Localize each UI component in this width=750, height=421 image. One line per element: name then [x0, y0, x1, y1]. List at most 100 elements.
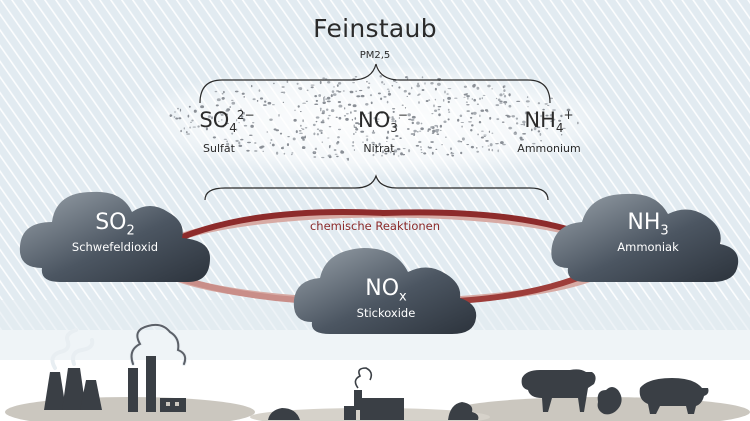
particle-dot — [508, 126, 512, 130]
particle-dot — [337, 136, 340, 139]
particle-dot — [314, 103, 319, 106]
particle-dots — [169, 74, 579, 161]
particle-dot — [434, 98, 437, 101]
particle-dot — [253, 150, 258, 152]
particle-dot — [330, 109, 335, 113]
particle-dot — [499, 102, 503, 104]
particle-dot — [298, 130, 302, 132]
particle-dot — [420, 148, 423, 151]
particle-dot — [388, 116, 391, 119]
particle-dot — [398, 117, 401, 119]
particle-dot — [337, 82, 342, 85]
particle-dot — [549, 97, 554, 100]
particle-dot — [421, 88, 425, 92]
particle-dot — [424, 82, 426, 85]
particle-dot — [238, 121, 240, 124]
particle-dot — [477, 133, 480, 136]
particle-sulfate-name: Sulfat — [203, 142, 235, 155]
particle-dot — [408, 149, 411, 153]
particle-dot — [197, 125, 200, 128]
particle-dot — [472, 84, 476, 88]
particle-dot — [520, 124, 524, 126]
particle-dot — [318, 129, 323, 132]
particle-dot — [391, 116, 394, 119]
particle-dot — [551, 118, 556, 121]
particle-dot — [224, 113, 228, 116]
particle-dot — [549, 113, 554, 117]
particle-dot — [347, 103, 352, 106]
particle-dot — [481, 146, 484, 148]
particle-dot — [510, 127, 513, 129]
particle-dot — [356, 95, 361, 98]
particle-dot — [561, 133, 563, 136]
chicken-icon — [597, 387, 622, 415]
particle-dot — [428, 146, 432, 149]
particle-dot — [466, 104, 470, 106]
particle-dot — [479, 114, 481, 118]
particle-dot — [216, 98, 221, 102]
particle-dot — [259, 97, 264, 100]
particle-nitrate-name: Nitrat — [363, 142, 395, 155]
particle-dot — [291, 152, 294, 154]
particle-dot — [192, 126, 196, 128]
particle-dot — [365, 135, 369, 137]
particle-dot — [304, 126, 308, 129]
particle-dot — [360, 94, 365, 98]
reaction-ring-front — [158, 209, 602, 250]
particle-dot — [540, 114, 542, 118]
particle-dot — [471, 98, 473, 100]
particle-dot — [522, 120, 526, 124]
bottom-brace — [204, 174, 549, 201]
particle-dot — [487, 145, 490, 147]
particle-dot — [457, 118, 460, 122]
particle-dot — [365, 81, 368, 83]
particle-dot — [406, 76, 409, 80]
particle-dot — [322, 77, 326, 80]
particle-dot — [357, 123, 361, 125]
particle-dot — [396, 147, 401, 151]
particle-dot — [243, 124, 248, 127]
particle-dot — [313, 156, 317, 158]
particle-dot — [186, 133, 191, 135]
particle-dot — [174, 111, 176, 113]
particle-dot — [406, 95, 409, 97]
top-brace — [199, 63, 551, 104]
particle-dot — [359, 89, 363, 92]
smoke-icon — [354, 367, 373, 389]
particle-dot — [290, 153, 293, 156]
particle-dot — [392, 152, 396, 156]
particle-dot — [391, 121, 395, 123]
particle-dot — [503, 101, 508, 104]
particle-dot — [547, 104, 550, 107]
particle-dot — [476, 147, 478, 149]
particle-dot — [387, 149, 390, 153]
particle-dot — [376, 146, 378, 148]
particle-dot — [353, 149, 355, 151]
particle-dot — [287, 136, 290, 138]
particle-dot — [470, 128, 473, 132]
particle-dot — [286, 143, 290, 147]
particle-dot — [250, 84, 253, 88]
particle-dot — [241, 92, 245, 95]
particle-dot — [431, 132, 435, 134]
particle-dot — [370, 101, 373, 105]
particle-dot — [240, 108, 242, 111]
particle-dot — [238, 141, 241, 145]
particle-dot — [500, 141, 504, 145]
particle-dot — [258, 89, 261, 92]
particle-dot — [297, 105, 300, 108]
particle-dot — [495, 97, 498, 100]
particle-dot — [320, 108, 322, 112]
particle-dot — [220, 113, 224, 116]
particle-dot — [442, 98, 445, 102]
particle-dot — [404, 106, 407, 109]
cow-icon — [521, 369, 596, 412]
particle-dot — [301, 146, 306, 150]
particle-dot — [457, 140, 461, 143]
particle-dot — [262, 150, 264, 152]
particle-dot — [305, 100, 308, 102]
particle-dot — [530, 128, 533, 132]
particle-dot — [362, 141, 364, 143]
particle-dot — [264, 100, 267, 103]
